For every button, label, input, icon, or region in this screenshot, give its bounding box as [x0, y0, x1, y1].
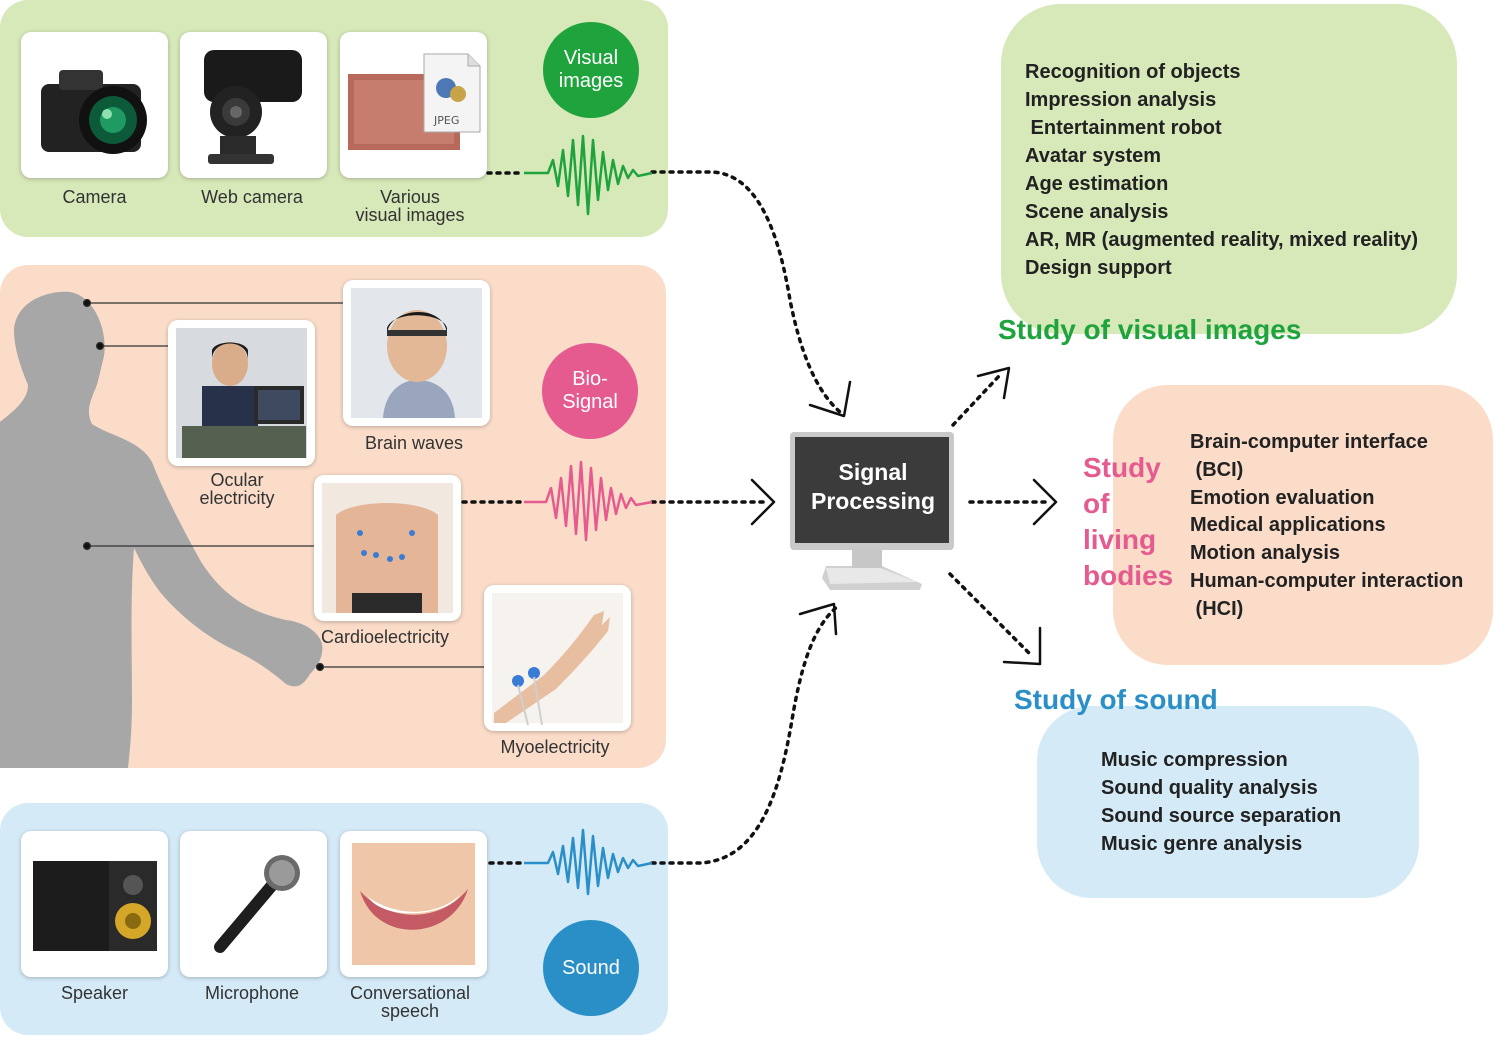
sound-study-list: Music compression Sound quality analysis… — [1101, 746, 1341, 858]
myo-card — [484, 585, 631, 731]
brain-waves-card — [343, 280, 490, 426]
arrow-bio-out — [1032, 478, 1058, 526]
bio-signal-circle: Bio- Signal — [542, 343, 638, 439]
speaker-icon — [33, 861, 157, 951]
sound-to-processing-connector — [650, 604, 840, 865]
ocular-photo — [176, 328, 307, 458]
myo-photo — [492, 593, 623, 726]
various-images-label: Various visual images — [355, 187, 465, 225]
camera-icon — [41, 70, 147, 154]
microphone-card — [180, 831, 327, 977]
microphone-label: Microphone — [204, 983, 300, 1003]
list-item: Music compression — [1101, 749, 1288, 771]
bio-study-box — [1113, 385, 1493, 665]
list-item: Medical applications — [1190, 514, 1386, 537]
sound-circle: Sound — [543, 920, 639, 1016]
sound-study-heading: Study of sound — [1014, 684, 1218, 715]
visual-study-list: Recognition of objects Impression analys… — [1025, 58, 1418, 282]
list-item: Emotion evaluation — [1190, 486, 1375, 509]
monitor-icon — [790, 432, 954, 590]
arrow-visual-out — [976, 366, 1011, 400]
bio-signal-wave — [524, 460, 653, 542]
speech-label: Conversational speech — [349, 983, 471, 1021]
sound-signal-wave — [524, 828, 653, 896]
list-item: (HCI) — [1190, 597, 1244, 620]
list-item: Scene analysis — [1025, 201, 1169, 223]
list-item: Motion analysis — [1190, 542, 1341, 565]
ocular-card — [168, 320, 315, 466]
bio-study-list: Brain-computer interface (BCI) Emotion e… — [1190, 429, 1463, 624]
processing-to-sound-connector — [948, 572, 1034, 658]
web-camera-card — [180, 32, 327, 178]
list-item: Avatar system — [1025, 145, 1162, 167]
ocular-label: Ocular electricity — [199, 470, 275, 508]
list-item: Age estimation — [1025, 173, 1169, 195]
speaker-card — [21, 831, 168, 977]
arrow-visual-in — [808, 380, 852, 418]
smile-photo — [352, 843, 475, 965]
visual-to-processing-connector — [650, 170, 842, 414]
list-item: Entertainment robot — [1025, 117, 1222, 139]
arrow-sound-in — [798, 602, 838, 636]
signal-processing-label: Signal Processing — [811, 459, 935, 514]
web-camera-icon — [204, 50, 302, 164]
brain-waves-label: Brain waves — [364, 433, 464, 453]
visual-study-box — [1001, 4, 1457, 334]
processing-to-visual-connector — [951, 373, 1002, 427]
jpeg-image-icon: JPEG — [348, 53, 481, 150]
cardio-label: Cardioelectricity — [320, 627, 450, 647]
list-item: Impression analysis — [1025, 89, 1217, 111]
arrow-bio-in — [750, 478, 776, 526]
list-item: Music genre analysis — [1101, 833, 1303, 855]
list-item: Human-computer interaction — [1190, 569, 1464, 592]
bio-study-heading: Study of living bodies — [1083, 452, 1174, 591]
camera-card — [21, 32, 168, 178]
speaker-label: Speaker — [60, 983, 129, 1003]
visual-signal-wave — [524, 134, 653, 216]
list-item: Design support — [1025, 257, 1172, 279]
web-camera-label: Web camera — [201, 187, 303, 207]
svg-text:JPEG: JPEG — [433, 114, 459, 127]
visual-images-circle: Visual images — [543, 22, 639, 118]
cardio-card — [314, 475, 461, 621]
cardio-photo — [322, 483, 453, 613]
list-item: (BCI) — [1190, 458, 1244, 481]
sound-study-box — [1037, 706, 1419, 898]
list-item: Brain-computer interface — [1190, 431, 1428, 453]
visual-study-heading: Study of visual images — [998, 314, 1302, 345]
camera-label: Camera — [62, 187, 127, 207]
list-item: Sound source separation — [1101, 805, 1342, 827]
list-item: Recognition of objects — [1025, 61, 1241, 83]
various-images-card: JPEG — [340, 32, 487, 178]
speech-card — [340, 831, 487, 977]
brain-wave-photo — [351, 288, 482, 418]
arrow-sound-out — [1002, 626, 1042, 666]
myo-label: Myoelectricity — [500, 737, 610, 757]
list-item: AR, MR (augmented reality, mixed reality… — [1025, 229, 1419, 251]
list-item: Sound quality analysis — [1101, 777, 1318, 799]
microphone-icon — [214, 855, 300, 953]
